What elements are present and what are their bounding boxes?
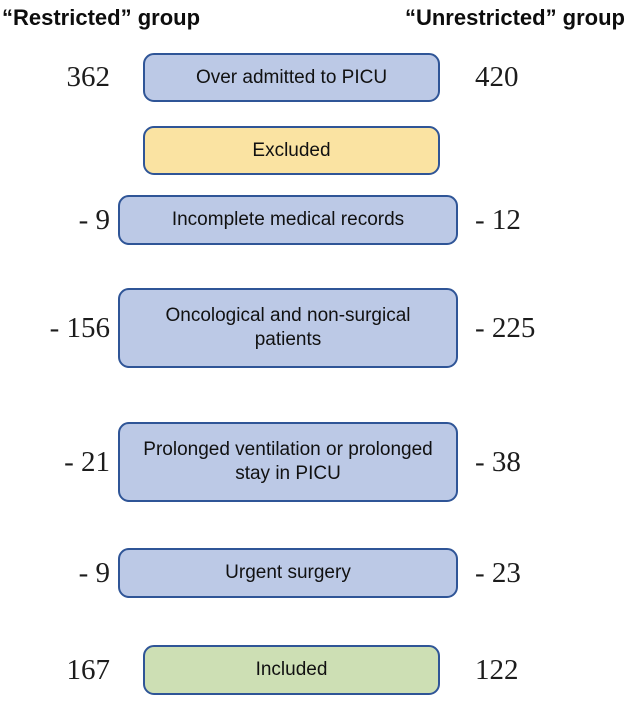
unrestricted-count-included: 122 (475, 653, 519, 686)
restricted-count-included: 167 (66, 653, 111, 686)
step-box-included: Included (143, 645, 440, 695)
step-box-urgent-surgery: Urgent surgery (118, 548, 458, 598)
step-label: Urgent surgery (225, 562, 351, 584)
restricted-count-over-admitted: 362 (66, 61, 111, 93)
step-label: Included (255, 659, 328, 681)
restricted-count-oncological: - 156 (49, 311, 110, 344)
step-label: Excluded (252, 139, 331, 161)
step-box-prolonged-ventilation: Prolonged ventilation or prolonged stay … (118, 422, 458, 502)
unrestricted-count-over-admitted: 420 (475, 61, 519, 93)
unrestricted-count-urgent-surgery: - 23 (475, 556, 521, 589)
group-header-unrestricted: “Unrestricted” group (404, 5, 625, 30)
step-label: Prolonged ventilation or prolonged stay … (143, 439, 433, 484)
group-header-restricted: “Restricted” group (2, 5, 201, 30)
step-box-incomplete-records: Incomplete medical records (118, 195, 458, 245)
unrestricted-count-prolonged-ventilation: - 38 (475, 445, 521, 478)
restricted-count-prolonged-ventilation: - 21 (64, 445, 110, 478)
unrestricted-count-incomplete-records: - 12 (475, 203, 521, 236)
step-label: Incomplete medical records (171, 209, 405, 231)
step-box-oncological: Oncological and non-surgical patients (118, 288, 458, 368)
unrestricted-count-oncological: - 225 (475, 311, 536, 344)
step-box-excluded: Excluded (143, 126, 440, 175)
step-label: Oncological and non-surgical patients (165, 305, 411, 350)
step-label: Over admitted to PICU (195, 66, 388, 88)
restricted-count-incomplete-records: - 9 (78, 203, 110, 236)
step-box-over-admitted: Over admitted to PICU (143, 53, 440, 102)
restricted-count-urgent-surgery: - 9 (78, 556, 110, 589)
